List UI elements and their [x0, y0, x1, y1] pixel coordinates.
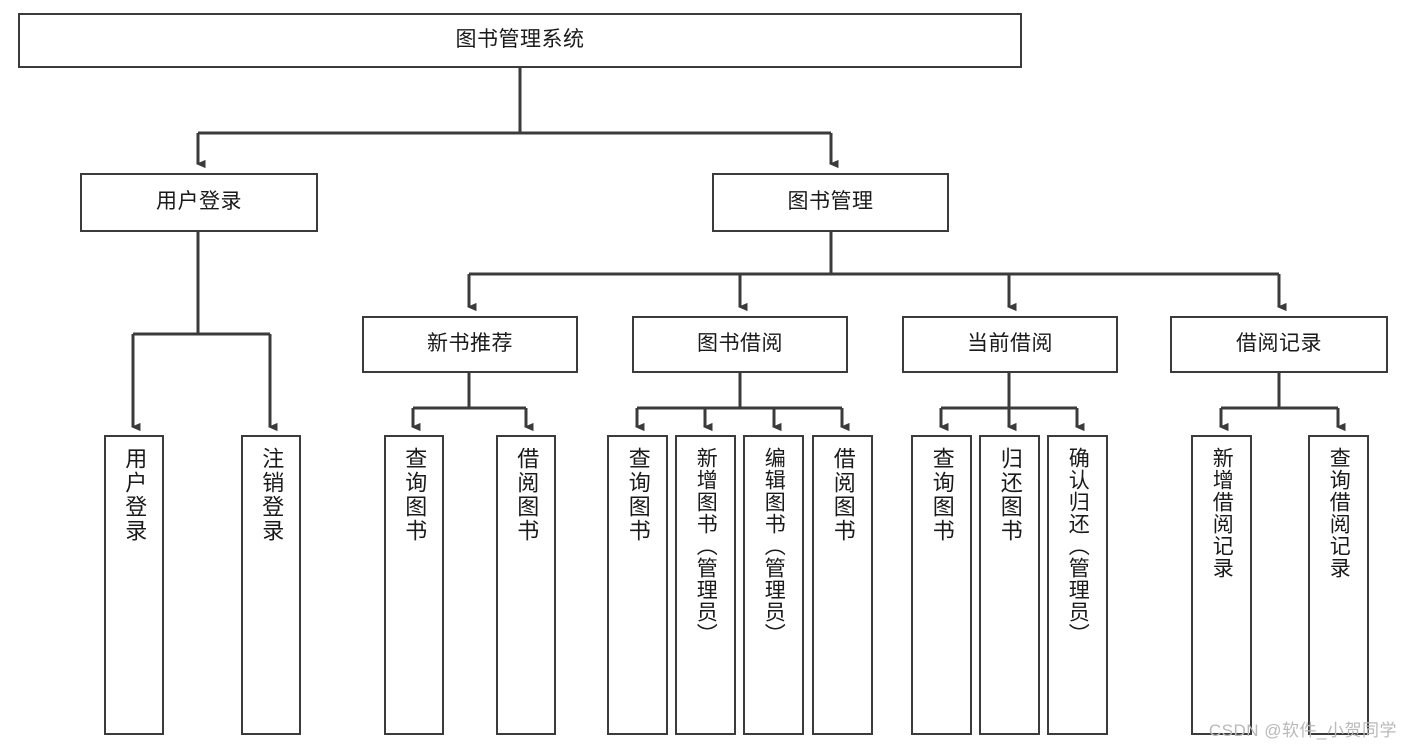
node-leaf-confirm-return-label: 确认归还（管理员） — [1066, 447, 1090, 645]
node-leaf-query-book-2[interactable]: 查询图书 — [607, 435, 668, 735]
node-current-borrow[interactable]: 当前借阅 — [902, 316, 1118, 373]
node-leaf-edit-book-label: 编辑图书（管理员） — [762, 447, 786, 645]
node-book-manage-label: 图书管理 — [787, 190, 874, 214]
node-leaf-query-book-3[interactable]: 查询图书 — [911, 435, 972, 735]
node-leaf-query-record-label: 查询借阅记录 — [1327, 447, 1351, 579]
node-leaf-query-book-3-label: 查询图书 — [929, 447, 955, 543]
node-leaf-add-record[interactable]: 新增借阅记录 — [1191, 435, 1252, 735]
node-root-label: 图书管理系统 — [455, 28, 585, 52]
node-user-login-label: 用户登录 — [156, 190, 242, 214]
node-user-login[interactable]: 用户登录 — [80, 173, 318, 232]
node-borrow-record[interactable]: 借阅记录 — [1170, 316, 1388, 373]
node-borrow-record-label: 借阅记录 — [1236, 332, 1322, 356]
node-root[interactable]: 图书管理系统 — [18, 13, 1022, 68]
node-leaf-query-book-2-label: 查询图书 — [625, 447, 651, 543]
node-book-manage[interactable]: 图书管理 — [712, 173, 949, 232]
node-new-book-recommend[interactable]: 新书推荐 — [362, 316, 578, 373]
node-leaf-logout-login[interactable]: 注销登录 — [241, 435, 301, 735]
node-leaf-query-book-1-label: 查询图书 — [402, 447, 428, 543]
node-leaf-confirm-return[interactable]: 确认归还（管理员） — [1047, 435, 1108, 735]
node-leaf-edit-book[interactable]: 编辑图书（管理员） — [743, 435, 804, 735]
node-leaf-query-record[interactable]: 查询借阅记录 — [1308, 435, 1369, 735]
node-leaf-borrow-book-2-label: 借阅图书 — [830, 447, 856, 543]
node-leaf-borrow-book-1[interactable]: 借阅图书 — [496, 435, 556, 735]
node-book-borrow[interactable]: 图书借阅 — [632, 316, 848, 373]
node-new-book-recommend-label: 新书推荐 — [427, 332, 513, 356]
node-current-borrow-label: 当前借阅 — [967, 332, 1053, 356]
node-leaf-user-login-label: 用户登录 — [122, 447, 148, 543]
node-leaf-user-login[interactable]: 用户登录 — [104, 435, 164, 735]
node-leaf-query-book-1[interactable]: 查询图书 — [384, 435, 444, 735]
node-leaf-logout-login-label: 注销登录 — [259, 447, 285, 543]
node-leaf-borrow-book-1-label: 借阅图书 — [514, 447, 540, 543]
node-book-borrow-label: 图书借阅 — [697, 332, 783, 356]
node-leaf-add-record-label: 新增借阅记录 — [1210, 447, 1234, 579]
node-leaf-return-book-label: 归还图书 — [997, 447, 1023, 543]
node-leaf-return-book[interactable]: 归还图书 — [979, 435, 1040, 735]
node-leaf-borrow-book-2[interactable]: 借阅图书 — [812, 435, 873, 735]
node-leaf-add-book-label: 新增图书（管理员） — [694, 447, 718, 645]
node-leaf-add-book[interactable]: 新增图书（管理员） — [675, 435, 736, 735]
